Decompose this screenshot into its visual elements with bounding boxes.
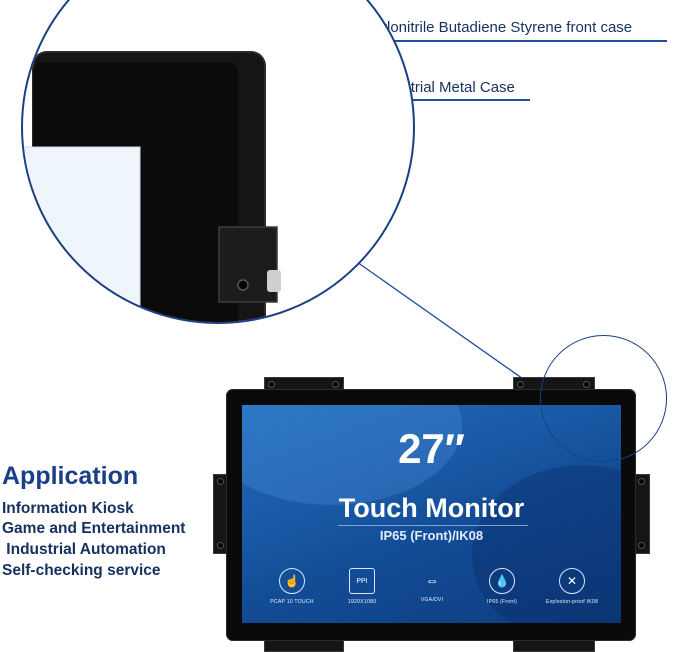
screen-title-text: Touch Monitor	[338, 493, 525, 523]
feature-touch: ☝ PCAP 10 TOUCH	[257, 568, 327, 605]
screen-subtitle-text: IP65 (Front)/IK08	[379, 528, 484, 543]
feature-interface: ⇔ VGA/DVI	[397, 568, 467, 603]
screen-glass-shape	[23, 146, 141, 322]
ppi-icon: PPI	[349, 568, 375, 594]
water-drop-icon: 💧	[489, 568, 515, 594]
application-item: Information Kiosk	[2, 500, 134, 517]
feature-ip65: 💧 IP65 (Front)	[467, 568, 537, 605]
zoom-circle	[21, 0, 415, 324]
monitor-corner-detail	[23, 51, 281, 322]
front-case-underline	[352, 40, 667, 42]
bracket-hole	[237, 279, 249, 291]
metal-case-underline	[370, 99, 530, 101]
front-case-label: Acrylonitrile Butadiene Styrene front ca…	[357, 19, 633, 36]
feature-resolution: PPI 1920X1080	[327, 568, 397, 605]
screen-divider	[338, 525, 528, 526]
application-item: Industrial Automation	[2, 541, 166, 558]
usb-icon: ⇔	[425, 572, 439, 588]
touch-icon: ☝	[279, 568, 305, 594]
application-item: Self-checking service	[2, 562, 161, 579]
corner-highlight-circle	[540, 335, 667, 462]
application-item: Game and Entertainment	[2, 520, 186, 537]
right-bracket	[634, 474, 650, 554]
bracket-clip-shape	[267, 270, 281, 292]
explosion-proof-icon: ✕	[559, 568, 585, 594]
application-title: Application	[2, 462, 139, 490]
screen-size-text: 27″	[398, 425, 465, 472]
feature-explosion-proof: ✕ Explosion-proof IK08	[537, 568, 607, 605]
